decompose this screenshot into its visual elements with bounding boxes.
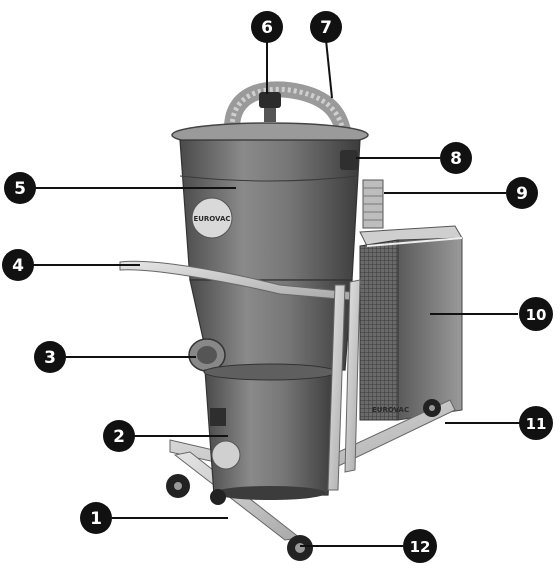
callout-3: 3 [34,341,66,373]
callout-label-7: 7 [320,18,332,38]
leader-lines [32,39,520,547]
callout-6: 6 [251,11,283,43]
callout-12: 12 [403,529,437,563]
callout-label-1: 1 [90,509,102,529]
callout-4: 4 [2,249,34,281]
push-handle [119,260,361,491]
callout-label-11: 11 [526,415,547,433]
callout-label-10: 10 [526,306,547,324]
main-tank: EUROVAC [171,122,369,281]
callout-label-5: 5 [14,179,26,199]
filter-housing [359,225,463,421]
callout-10: 10 [519,297,553,331]
callout-label-3: 3 [44,348,56,368]
callout-11: 11 [519,406,553,440]
callout-label-9: 9 [516,184,528,204]
tank-logo: EUROVAC [193,215,230,223]
callout-label-8: 8 [450,149,462,169]
hose-valve [259,92,281,122]
box-marking: EUROVAC [372,406,409,414]
callout-label-4: 4 [12,256,24,276]
callout-label-12: 12 [410,538,431,556]
filter-cartridge [362,179,384,229]
inlet-port [340,150,358,170]
callout-9: 9 [506,177,538,209]
callout-7: 7 [310,11,342,43]
callout-2: 2 [103,420,135,452]
callout-8: 8 [440,142,472,174]
casters [166,399,441,561]
suction-hose [224,81,353,151]
callout-1: 1 [80,502,112,534]
callout-label-2: 2 [113,427,125,447]
collection-bin [203,363,337,500]
leader-7 [325,39,333,99]
tank-cone [188,279,353,372]
callout-5: 5 [4,172,36,204]
callout-label-6: 6 [261,18,273,38]
